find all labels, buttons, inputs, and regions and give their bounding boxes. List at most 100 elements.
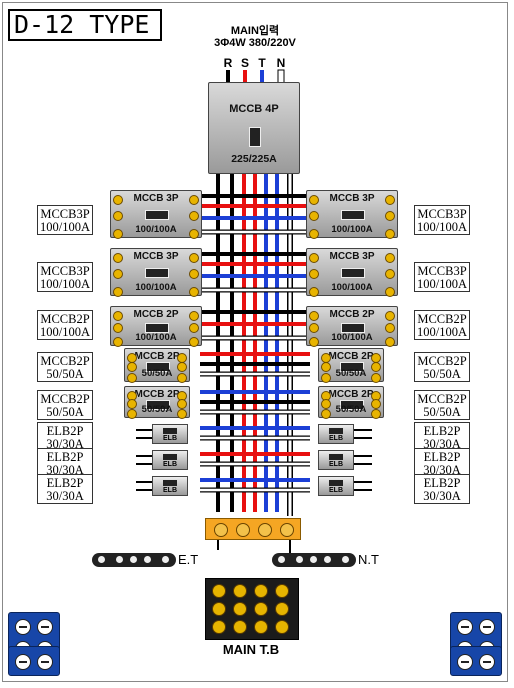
screw-icon — [321, 409, 331, 419]
left-elb-2: ELB — [152, 450, 188, 470]
right-breaker-1-rating: 100/100A — [331, 224, 373, 235]
screw-icon — [309, 269, 319, 279]
label-rating: 100/100A — [417, 220, 467, 234]
right-breaker-1-switch — [341, 210, 365, 221]
left-elb-1: ELB — [152, 424, 188, 444]
label-rating: 100/100A — [40, 277, 90, 291]
label-type: ELB2P — [46, 424, 84, 438]
label-rating: 50/50A — [46, 405, 84, 419]
panel-frame — [2, 2, 508, 682]
screw-icon — [127, 399, 137, 409]
screw-icon — [127, 362, 137, 372]
main-input-spec: 3Φ4W 380/220V — [214, 37, 296, 49]
terminal-screw-icon — [254, 620, 268, 634]
screw-icon — [113, 337, 123, 347]
elb-text: ELB — [329, 435, 343, 442]
right-breaker-3: MCCB 2P 100/100A — [306, 306, 398, 347]
screw-icon — [113, 323, 123, 333]
elb-text: ELB — [329, 487, 343, 494]
label-type: ELB2P — [423, 450, 461, 464]
right-breaker-1-type: MCCB 3P — [329, 193, 375, 204]
label-type: MCCB2P — [40, 392, 90, 406]
label-rating: 50/50A — [423, 367, 461, 381]
label-rating: 30/30A — [46, 463, 84, 477]
right-breaker-5-type: MCCB 2P — [328, 389, 374, 400]
screw-icon — [385, 323, 395, 333]
screw-icon — [309, 337, 319, 347]
label-type: MCCB2P — [40, 312, 90, 326]
screw-icon — [385, 253, 395, 263]
panel-title: D-12 TYPE — [8, 9, 162, 41]
screw-icon — [309, 253, 319, 263]
screw-icon — [127, 409, 137, 419]
terminal-screw-icon — [233, 620, 247, 634]
left-breaker-3-switch — [145, 322, 169, 333]
screw-icon — [371, 409, 381, 419]
terminal-screw-icon — [212, 602, 226, 616]
screw-icon — [113, 287, 123, 297]
screw-icon — [385, 269, 395, 279]
screw-icon — [385, 311, 395, 321]
screw-icon — [189, 253, 199, 263]
screw-icon — [177, 373, 187, 383]
label-type: MCCB2P — [417, 354, 467, 368]
right-breaker-5-rating: 50/50A — [335, 404, 367, 415]
right-breaker-2-rating: 100/100A — [331, 282, 373, 293]
screw-icon — [385, 195, 395, 205]
label-rating: 50/50A — [423, 405, 461, 419]
elb-text: ELB — [329, 461, 343, 468]
right-breaker-2-type: MCCB 3P — [329, 251, 375, 262]
main-breaker-rating: 225/225A — [231, 153, 277, 165]
label-type: MCCB3P — [417, 264, 467, 278]
terminal-screw-icon — [275, 620, 289, 634]
label-type: ELB2P — [46, 450, 84, 464]
label-rating: 30/30A — [423, 489, 461, 503]
left-breaker-1-rating: 100/100A — [135, 224, 177, 235]
screw-icon — [371, 362, 381, 372]
phase-label-n: N — [276, 56, 286, 70]
left-breaker-3-type: MCCB 2P — [133, 309, 179, 320]
elb-switch — [163, 454, 177, 460]
terminal-screw-icon — [254, 602, 268, 616]
phase-label-s: S — [240, 56, 249, 70]
screw-icon — [309, 287, 319, 297]
elb-switch — [163, 480, 177, 486]
screw-icon — [177, 409, 187, 419]
label-type: ELB2P — [46, 476, 84, 490]
label-type: MCCB3P — [40, 264, 90, 278]
right-breaker-3-rating: 100/100A — [331, 332, 373, 343]
terminal-screw-icon — [233, 584, 247, 598]
right-breaker-4-type: MCCB 2P — [328, 351, 374, 362]
earth-terminal-bar — [92, 553, 176, 567]
screw-icon — [189, 311, 199, 321]
terminal-screw-icon — [275, 602, 289, 616]
screw-icon — [321, 399, 331, 409]
left-breaker-2-switch — [145, 268, 169, 279]
terminal-screw-icon — [233, 602, 247, 616]
phase-label-t: T — [258, 56, 266, 70]
left-breaker-4: MCCB 2P 50/50A — [124, 348, 190, 383]
main-input-label: MAIN입력 — [230, 25, 280, 37]
screw-icon — [309, 311, 319, 321]
label-rating: 30/30A — [46, 437, 84, 451]
label-rating: 50/50A — [46, 367, 84, 381]
screw-icon — [309, 323, 319, 333]
left-breaker-2-rating: 100/100A — [135, 282, 177, 293]
screw-icon — [113, 211, 123, 221]
left-breaker-4-switch — [146, 362, 170, 373]
screw-icon — [309, 211, 319, 221]
left-breaker-5: MCCB 2P 50/50A — [124, 386, 190, 419]
screw-icon — [385, 211, 395, 221]
screw-icon — [309, 195, 319, 205]
